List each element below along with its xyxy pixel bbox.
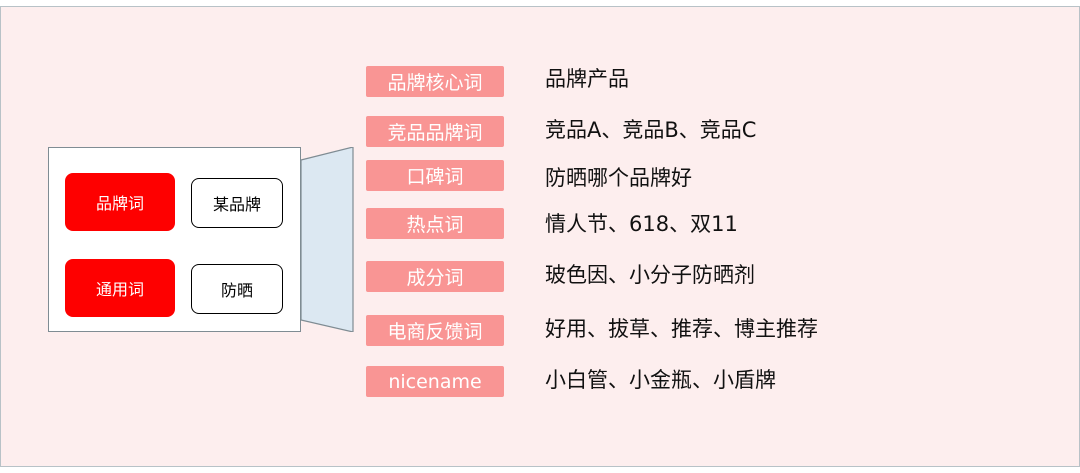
examples-trending-word: 情人节、618、双11	[545, 212, 738, 236]
tag-brand-core-word: 品牌核心词	[366, 66, 504, 97]
tag-word-of-mouth-word: 口碑词	[366, 160, 504, 191]
category-brand-word: 品牌词	[65, 173, 175, 231]
tag-ingredient-word: 成分词	[366, 261, 504, 292]
tag-ecommerce-feedback-word: 电商反馈词	[366, 315, 504, 346]
examples-ecommerce-feedback-word: 好用、拔草、推荐、博主推荐	[545, 317, 818, 341]
examples-word-of-mouth-word: 防晒哪个品牌好	[545, 166, 692, 190]
expansion-funnel	[300, 147, 354, 332]
tag-trending-word: 热点词	[366, 208, 504, 239]
category-generic-word: 通用词	[65, 259, 175, 317]
examples-ingredient-word: 玻色因、小分子防晒剂	[545, 263, 755, 287]
examples-competitor-brand-word: 竞品A、竞品B、竞品C	[545, 118, 757, 142]
example-brand: 某品牌	[191, 178, 283, 228]
seed-keyword-box: 品牌词 某品牌 通用词 防晒	[48, 147, 301, 332]
tag-nicename: nicename	[366, 366, 504, 397]
examples-nicename: 小白管、小金瓶、小盾牌	[545, 368, 776, 392]
examples-brand-core-word: 品牌产品	[545, 67, 629, 91]
tag-competitor-brand-word: 竞品品牌词	[366, 116, 504, 147]
example-generic: 防晒	[191, 264, 283, 314]
